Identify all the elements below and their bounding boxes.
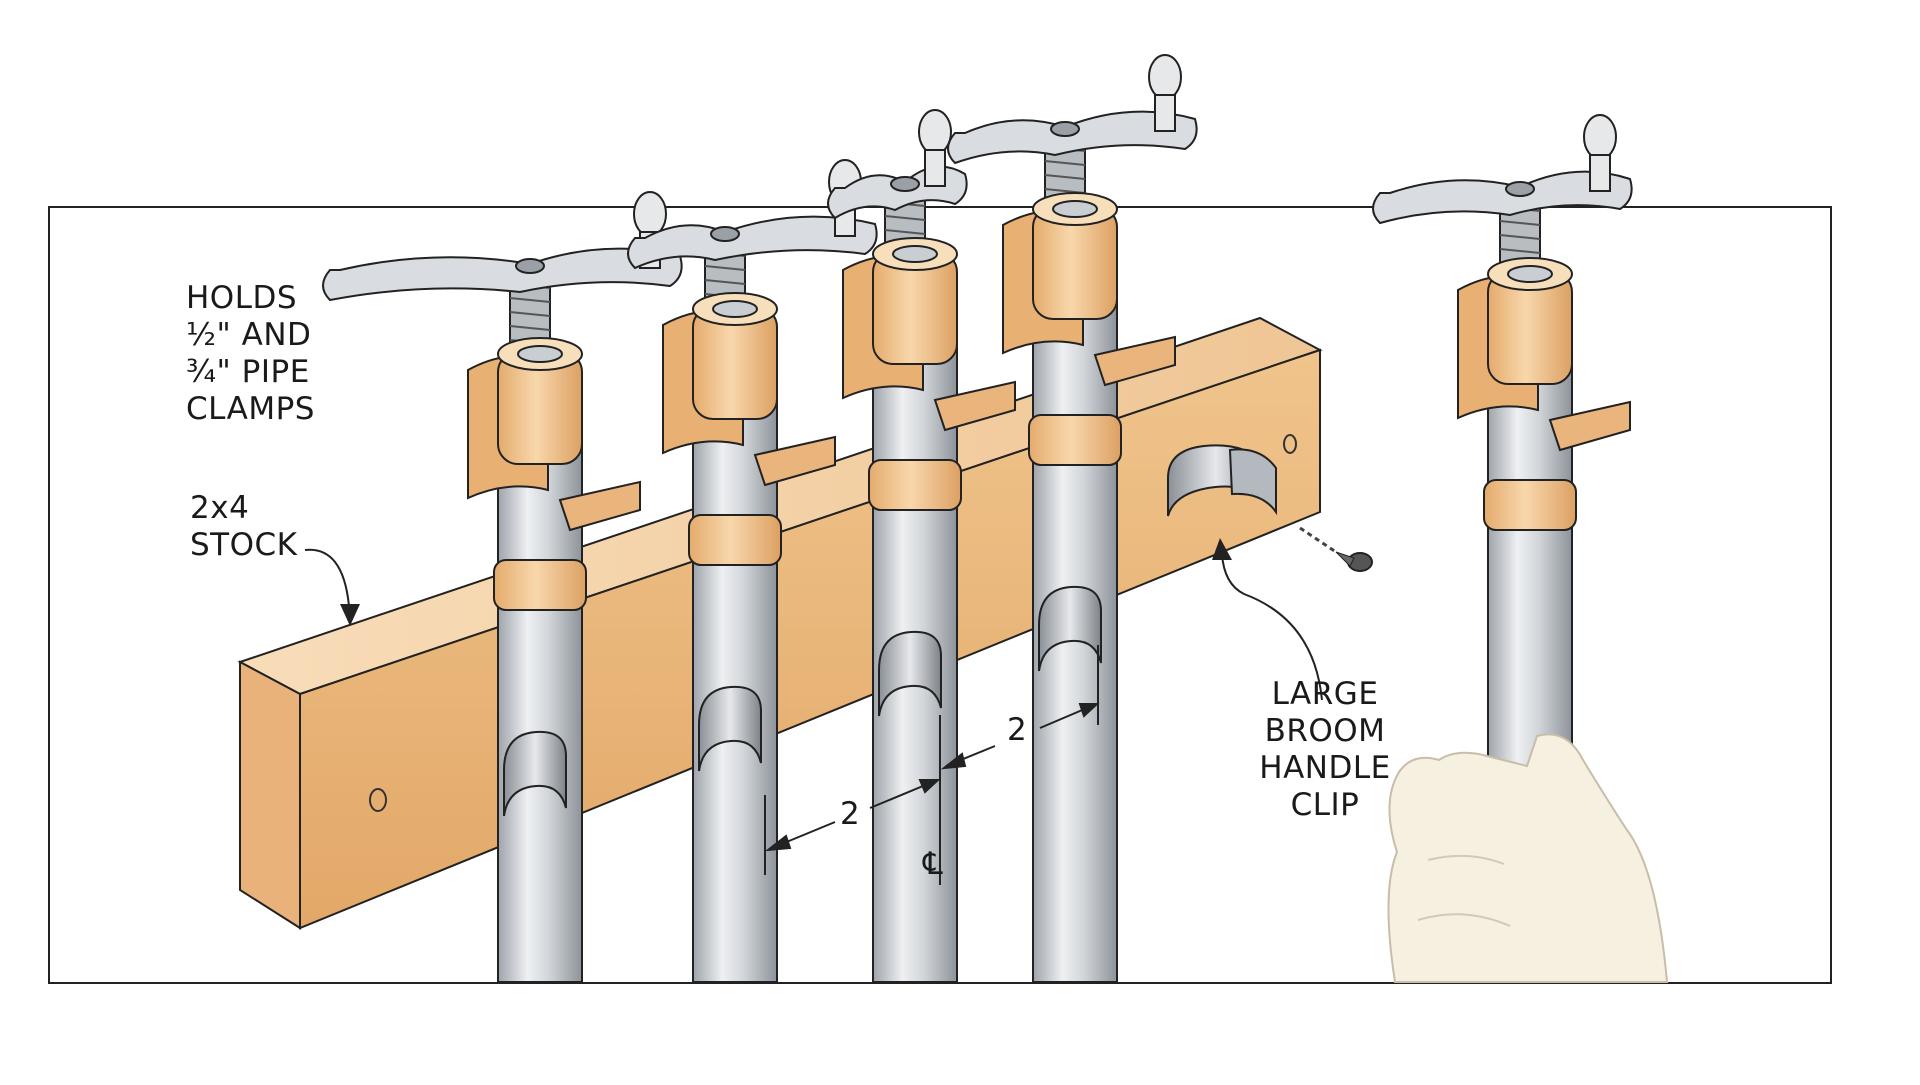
- right-spacing-label: 2: [1007, 712, 1027, 748]
- pipe-collar: [688, 514, 782, 566]
- pipe-clip: [1038, 585, 1102, 672]
- handle-knob: [633, 191, 667, 237]
- handle: [322, 247, 683, 302]
- pipe-clamp: [322, 191, 683, 983]
- holds-line-3: ¾" PIPE: [186, 354, 310, 390]
- holds-line-4: CLAMPS: [186, 391, 315, 427]
- jaw-foot: [558, 480, 641, 532]
- clip-line-2: BROOM: [1264, 713, 1386, 749]
- clip-callout: LARGE BROOM HANDLE CLIP: [1250, 676, 1400, 824]
- pipe-clamp: [627, 159, 878, 983]
- jaw-foot: [933, 380, 1016, 432]
- pipe-clip: [698, 685, 762, 772]
- clip-line-3: HANDLE: [1259, 750, 1391, 786]
- jaw-foot: [753, 435, 836, 487]
- stock-line-2: STOCK: [190, 527, 298, 563]
- holds-line-2: ½" AND: [186, 317, 312, 353]
- pipe-collar: [1028, 414, 1122, 466]
- pipe-clamp: [827, 109, 1016, 983]
- screw: [1299, 526, 1373, 572]
- wood-stock: [237, 316, 1323, 930]
- jaw-foot: [1093, 335, 1176, 387]
- clamp-group: [322, 54, 1633, 983]
- pipe-collar: [493, 559, 587, 611]
- pipe-clip: [878, 630, 942, 717]
- stock-arrowhead: [340, 604, 360, 626]
- pipe-collar: [1483, 479, 1577, 531]
- centerline-label: ℄: [923, 846, 943, 882]
- screw-hole: [1283, 434, 1297, 454]
- handle-knob: [1583, 114, 1617, 160]
- clip-line-1: LARGE: [1271, 676, 1379, 712]
- clip-arrowhead: [1212, 538, 1232, 560]
- clip-line-4: CLIP: [1290, 787, 1360, 823]
- hand: [1387, 733, 1669, 983]
- holds-callout: HOLDS ½" AND ¾" PIPE CLAMPS: [186, 280, 315, 428]
- pipe-clip: [503, 730, 567, 817]
- leader-arrows: [304, 548, 1323, 701]
- stock-line-1: 2x4: [190, 490, 250, 526]
- handle-knob: [918, 109, 952, 155]
- pipe-clamp: [947, 54, 1198, 983]
- dimension-lines: [764, 645, 1100, 885]
- screw-hole: [369, 788, 387, 812]
- handle-knob: [1148, 54, 1182, 100]
- broom-handle-clip: [1167, 444, 1277, 517]
- stock-callout: 2x4 STOCK: [190, 490, 298, 564]
- left-spacing-label: 2: [840, 796, 860, 832]
- holds-line-1: HOLDS: [186, 280, 298, 316]
- pipe-collar: [868, 459, 962, 511]
- jaw-foot: [1548, 400, 1631, 452]
